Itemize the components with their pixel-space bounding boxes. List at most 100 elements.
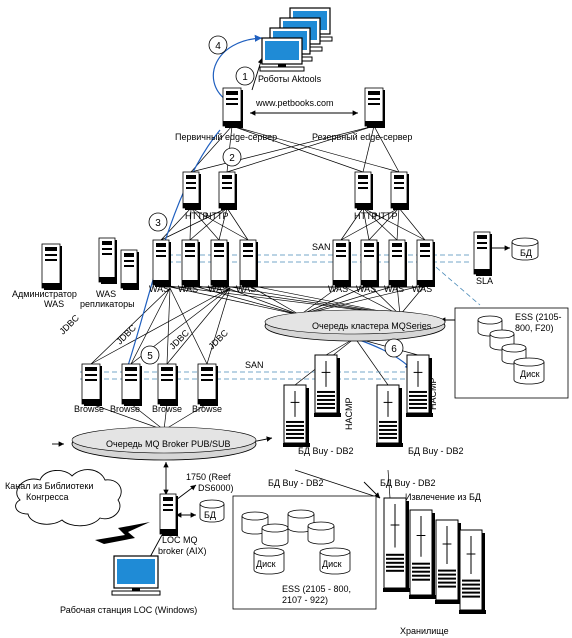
cloud-icon [15, 469, 122, 527]
server-icon [239, 239, 258, 287]
server-icon [416, 239, 435, 287]
was-label: WAS [149, 284, 169, 294]
server-icon [182, 171, 201, 210]
db-buy-label: БД Buy - DB2 [408, 446, 464, 456]
browse-label: Browse [74, 404, 104, 414]
server-icon [332, 239, 351, 287]
connection-lines [90, 125, 426, 499]
admin-was-label-1: Администратор [12, 289, 77, 299]
db-label-top: БД [520, 248, 532, 258]
step-5: 5 [147, 351, 153, 362]
step-6: 6 [391, 344, 397, 355]
db-buy-label: БД Buy - DB2 [380, 478, 436, 488]
san-label-top: SAN [312, 242, 331, 252]
server-icon [354, 171, 373, 210]
browse-label: Browse [152, 404, 182, 414]
server-icon [98, 237, 117, 284]
http-label: HTTP [374, 211, 398, 221]
step-3: 3 [155, 218, 161, 229]
primary-edge-label: Первичный edge-сервер [175, 132, 277, 142]
ref-1750-label-1: 1750 (Reef [186, 472, 231, 482]
server-icon [283, 384, 310, 447]
server-icon [364, 87, 385, 128]
was-replicators-label-2: репликаторы [80, 299, 135, 309]
server-icon [222, 87, 243, 128]
was-label: WAS [384, 284, 404, 294]
server-icon [435, 519, 462, 604]
database-icon [261, 523, 289, 547]
database-icon [253, 547, 285, 575]
ess-top-label-2: 800, F20) [515, 323, 554, 333]
was-label: WAS [356, 284, 376, 294]
jdbc-label: JDBC [57, 312, 81, 336]
http-label: HTTP [185, 211, 209, 221]
mq-broker-label: Очередь MQ Broker PUB/SUB [106, 439, 230, 449]
database-icon [513, 357, 545, 385]
server-icon [383, 497, 410, 592]
browse-label: Browse [192, 404, 222, 414]
step-2: 2 [229, 153, 235, 164]
http-label: HTTP [354, 211, 378, 221]
db-label-bottom: БД [204, 510, 216, 520]
loc-channel-label-1: Канал из Библиотеки [5, 481, 93, 491]
sla-label: SLA [476, 276, 493, 286]
server-icon [218, 171, 237, 210]
server-icon [388, 239, 407, 287]
workstation-label: Рабочая станция LOC (Windows) [60, 605, 197, 615]
was-label: WAS [412, 284, 432, 294]
was-label: WAS [178, 284, 198, 294]
disk-label: Диск [520, 369, 540, 379]
database-icon [241, 511, 269, 535]
db-buy-label: БД Buy - DB2 [298, 446, 354, 456]
database-icon [511, 237, 539, 261]
server-icon [360, 239, 379, 287]
server-icon [152, 239, 171, 287]
server-icon [157, 363, 178, 406]
database-icon [287, 509, 315, 533]
server-icon [459, 529, 486, 614]
monitor-icon [259, 37, 305, 72]
database-icon [199, 499, 225, 523]
was-label: WAS [328, 284, 348, 294]
http-label: HTTP [205, 211, 229, 221]
server-icon [473, 231, 492, 276]
loc-broker-label-2: broker (AIX) [158, 546, 207, 556]
server-icon [81, 363, 102, 406]
step-markers: 4 1 2 3 5 6 [140, 35, 404, 365]
server-icon [376, 384, 403, 447]
server-icon [159, 493, 178, 536]
disk-label: Диск [322, 559, 342, 569]
labels: Роботы Aktools www.petbooks.com Первичны… [5, 74, 562, 636]
db-buy-label: БД Buy - DB2 [268, 478, 324, 488]
server-icon [390, 171, 409, 210]
loc-channel-label-2: Конгресса [26, 492, 69, 502]
lightning-icon [95, 522, 150, 544]
ess-bottom-label-1: ESS (2105 - 800, [282, 584, 351, 594]
server-icon [41, 243, 62, 290]
storage-label: Хранилище [400, 626, 449, 636]
server-icon [210, 239, 229, 287]
server-icon [121, 363, 142, 406]
was-label: WAS [236, 284, 256, 294]
database-icon [307, 521, 335, 545]
admin-was-label-2: WAS [44, 299, 64, 309]
mq-cluster-label: Очередь кластера MQSeries [312, 321, 432, 331]
hacmp-label: HACMP [428, 377, 438, 410]
server-icon [197, 363, 218, 406]
extract-label: Извлечение из БД [405, 492, 481, 502]
robots-label: Роботы Aktools [258, 74, 322, 84]
was-label: WAS [208, 284, 228, 294]
ess-bottom-label-2: 2107 - 922) [282, 595, 328, 605]
database-icon [319, 547, 351, 575]
disk-label: Диск [256, 559, 276, 569]
browse-label: Browse [110, 404, 140, 414]
step-4: 4 [215, 41, 221, 52]
ref-1750-label-2: DS6000) [198, 483, 234, 493]
ess-top-label-1: ESS (2105- [515, 312, 562, 322]
hacmp-label: HACMP [344, 397, 354, 430]
loc-broker-label-1: LOC MQ [162, 535, 198, 545]
jdbc-label: JDBC [206, 327, 230, 351]
was-replicators-label-1: WAS [96, 289, 116, 299]
server-icon [409, 509, 436, 599]
server-icon [406, 354, 433, 417]
